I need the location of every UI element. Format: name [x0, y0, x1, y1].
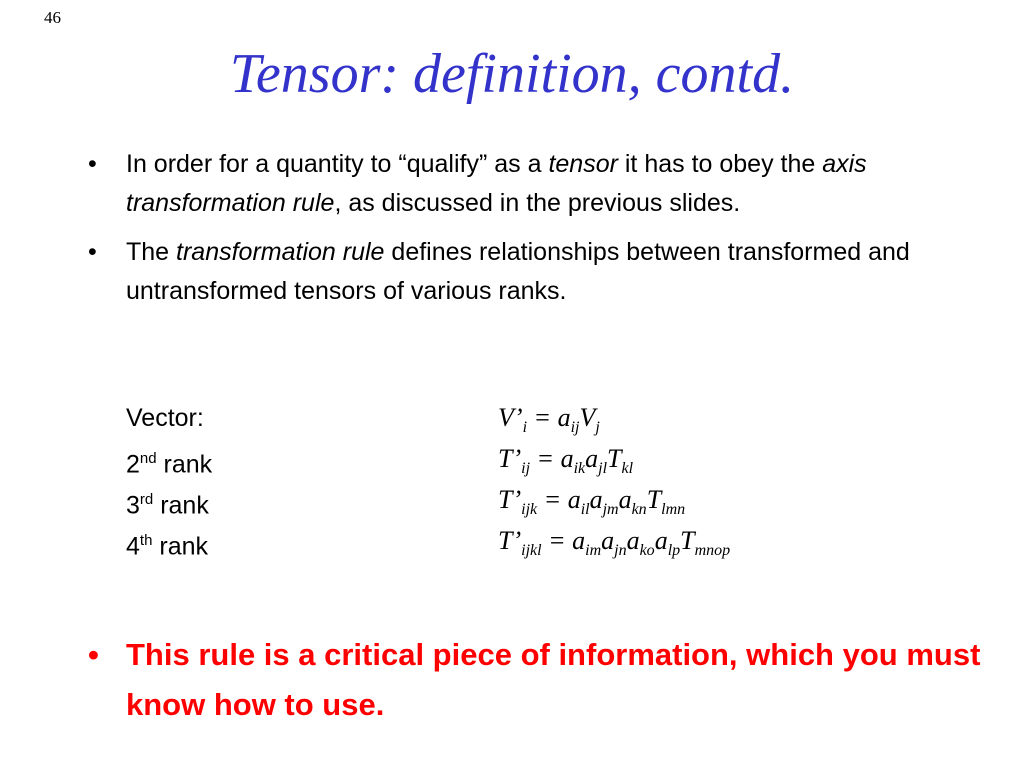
rank-text: rank — [153, 491, 209, 520]
bullet-text: The — [126, 238, 177, 266]
bullet-item-transformation-rule: • The transformation rule defines relati… — [86, 233, 966, 311]
bullet-text: This rule is a critical piece of informa… — [126, 637, 981, 722]
rule-label: Vector: — [126, 404, 204, 432]
bullet-emphasis: transformation rule — [176, 238, 385, 266]
rule-row-rank4: 4th rank T’ijkl = aimajnakoalpTmnop — [126, 523, 926, 564]
bullet-text: defines relationships between transforme… — [126, 238, 910, 305]
rank-text: rank — [152, 532, 209, 561]
rule-formula: T’ij = aikajlTkl — [498, 444, 634, 478]
rule-formula: V’i = aijVj — [498, 403, 600, 437]
rule-formula: T’ijkl = aimajnakoalpTmnop — [498, 526, 731, 560]
rank-number: 2 — [126, 450, 140, 479]
rank-text: rank — [156, 450, 213, 479]
slide-title: Tensor: definition, contd. — [229, 43, 795, 105]
bullet-emphasis: tensor — [548, 150, 618, 178]
rule-row-rank3: 3rd rank T’ijk = ailajmaknTlmn — [126, 482, 926, 523]
emphasis-bullet-list: • This rule is a critical piece of infor… — [86, 612, 986, 740]
slide-number: 46 — [44, 8, 61, 27]
transformation-rules-table: Vector: V’i = aijVj 2nd rank T’ij = aika… — [126, 400, 926, 564]
rule-label: 4th rank — [126, 523, 208, 564]
rank-number: 3 — [126, 491, 140, 520]
rank-suffix: rd — [139, 491, 154, 508]
bullet-emphasis: axis transformation rule — [126, 150, 867, 217]
rank-suffix: th — [139, 532, 153, 549]
bullet-list: • In order for a quantity to “qualify” a… — [86, 145, 966, 321]
bullet-dot-icon: • — [88, 238, 97, 266]
bullet-text: it has to obey the — [617, 150, 823, 178]
rule-formula: T’ijk = ailajmaknTlmn — [498, 485, 686, 519]
rank-number: 4 — [126, 532, 140, 561]
bullet-text: , as discussed in the previous slides. — [334, 189, 741, 217]
bullet-item-critical-rule: • This rule is a critical piece of infor… — [86, 630, 986, 730]
rule-row-vector: Vector: V’i = aijVj — [126, 400, 926, 441]
bullet-dot-icon: • — [88, 637, 99, 672]
bullet-item-tensor-qualify: • In order for a quantity to “qualify” a… — [86, 145, 966, 223]
rule-label: 2nd rank — [126, 441, 212, 482]
rule-row-rank2: 2nd rank T’ij = aikajlTkl — [126, 441, 926, 482]
rank-suffix: nd — [139, 450, 157, 467]
bullet-text: In order for a quantity to “qualify” as … — [126, 150, 549, 178]
rule-label: 3rd rank — [126, 482, 209, 523]
bullet-dot-icon: • — [88, 150, 97, 178]
